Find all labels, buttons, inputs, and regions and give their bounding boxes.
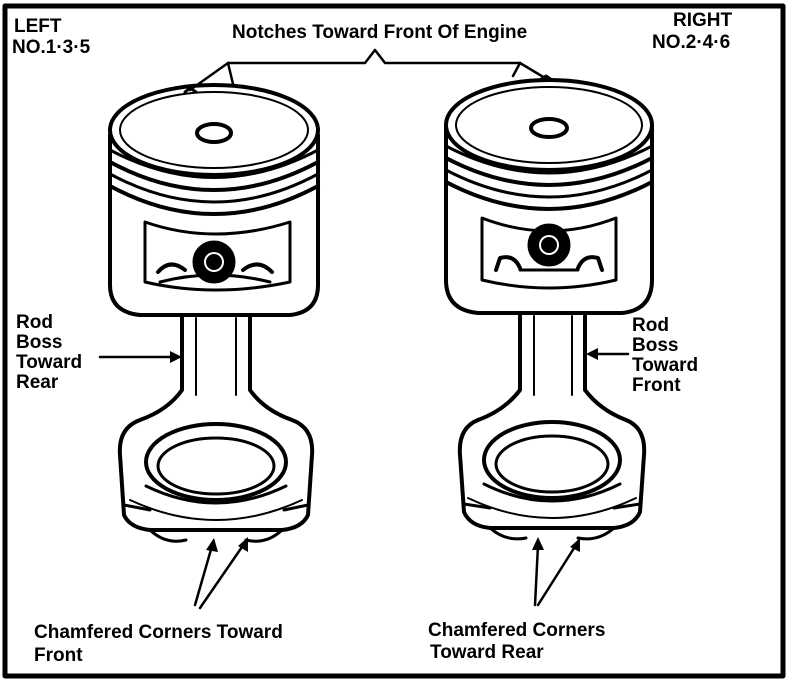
right-chamfer-label-line1: Chamfered Corners (428, 620, 606, 641)
right-rod-label-line3: Toward (632, 355, 699, 376)
left-rod-label-line2: Boss (16, 332, 63, 353)
right-rod-label-line1: Rod (632, 315, 669, 336)
left-cylinder-numbers: NO.1·3·5 (12, 37, 91, 58)
left-chamfer-label-line2: Front (34, 645, 83, 666)
chamfer-arrows (193, 537, 580, 610)
right-rod-label-line4: Front (632, 375, 681, 396)
left-piston-assembly (108, 83, 320, 543)
right-chamfer-label-line2: Toward Rear (430, 642, 544, 663)
left-chamfer-label-line1: Chamfered Corners Toward (34, 622, 283, 643)
right-cylinder-numbers: NO.2·4·6 (652, 32, 731, 53)
right-title-label: RIGHT (673, 10, 733, 31)
rod-boss-arrows (98, 348, 630, 363)
frame-border (2, 3, 786, 679)
left-rod-label-line4: Rear (16, 372, 59, 393)
notches-label: Notches Toward Front Of Engine (232, 22, 528, 43)
left-title-label: LEFT (14, 16, 62, 37)
right-rod-label-line2: Boss (632, 335, 679, 356)
right-piston-assembly (444, 74, 654, 541)
notch-leader-lines (188, 48, 547, 92)
left-rod-label-line1: Rod (16, 312, 53, 333)
left-rod-label-line3: Toward (16, 352, 83, 373)
